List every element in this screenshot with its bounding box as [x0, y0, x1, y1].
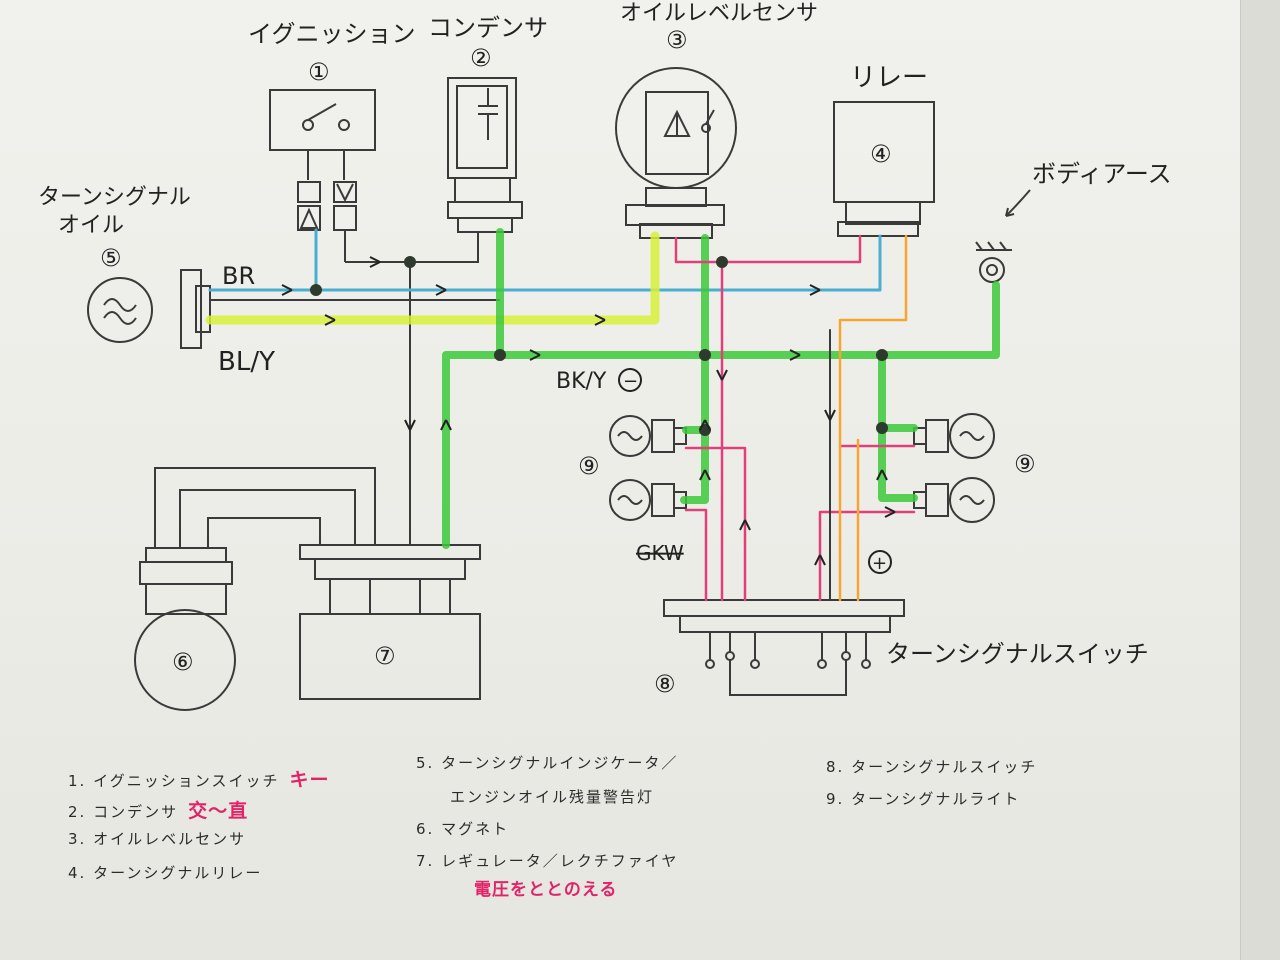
legend-item-8: 8. ターンシグナルスイッチ	[826, 758, 1038, 776]
wire-label-bly: BL/Y	[218, 347, 275, 377]
number-2: ②	[470, 44, 492, 72]
ignition-switch-box	[269, 89, 376, 151]
number-5: ⑤	[100, 244, 122, 272]
legend-item-1: 1. イグニッションスイッチキー	[68, 769, 330, 791]
legend-item-9: 9. ターンシグナルライト	[826, 790, 1021, 808]
label-turn-signal-oil-1: ターンシグナル	[38, 185, 191, 210]
legend-item-3: 3. オイルレベルセンサ	[68, 830, 247, 848]
wiring-diagram: イグニッション コンデンサ オイルレベルセンサ リレー ボディアース ターンシグ…	[38, 1, 1172, 711]
wire-label-gkw: GKW	[636, 541, 684, 565]
wire-label-br: BR	[222, 262, 255, 290]
label-relay: リレー	[850, 63, 928, 93]
turn-signal-lamps-left	[609, 415, 687, 521]
legend-item-7: 7. レギュレータ／レクチファイヤ	[416, 852, 679, 870]
turn-signal-lamps-right	[913, 413, 995, 523]
number-9-left: ⑨	[578, 452, 600, 480]
number-3: ③	[666, 26, 688, 54]
legend-item-5: 5. ターンシグナルインジケータ／	[416, 754, 679, 772]
legend-item-4: 4. ターンシグナルリレー	[68, 864, 263, 882]
magneto	[134, 609, 236, 711]
number-8: ⑧	[654, 670, 676, 698]
label-oil-level-sensor: オイルレベルセンサ	[620, 1, 818, 26]
label-turn-signal-switch: ターンシグナルスイッチ	[886, 640, 1149, 668]
wire-label-bky: BK/Y	[556, 369, 607, 394]
wire-label-plus: +	[872, 553, 887, 574]
legend-item-7-note: 電圧をととのえる	[474, 880, 618, 900]
background-edge	[1241, 0, 1280, 960]
legend-item-2: 2. コンデンサ交〜直	[68, 800, 249, 822]
condenser-box	[447, 77, 517, 179]
label-body-earth: ボディアース	[1032, 160, 1172, 188]
number-1: ①	[308, 58, 330, 86]
legend-item-5-cont: エンジンオイル残量警告灯	[450, 788, 655, 806]
number-7: ⑦	[374, 642, 396, 670]
number-4: ④	[870, 140, 892, 168]
label-ignition: イグニッション	[248, 20, 416, 48]
indicator-lamp	[87, 277, 153, 343]
body-earth-terminal	[979, 257, 1005, 283]
number-6: ⑥	[172, 648, 194, 676]
label-condenser: コンデンサ	[428, 14, 548, 42]
turn-signal-switch-bar	[663, 599, 905, 617]
label-turn-signal-oil-2: オイル	[58, 213, 124, 238]
regulator-block	[299, 613, 481, 700]
number-9-right: ⑨	[1014, 450, 1036, 478]
paper-sheet	[0, 0, 1241, 960]
wire-label-minus: −	[623, 371, 638, 392]
legend-item-6: 6. マグネト	[416, 820, 510, 838]
